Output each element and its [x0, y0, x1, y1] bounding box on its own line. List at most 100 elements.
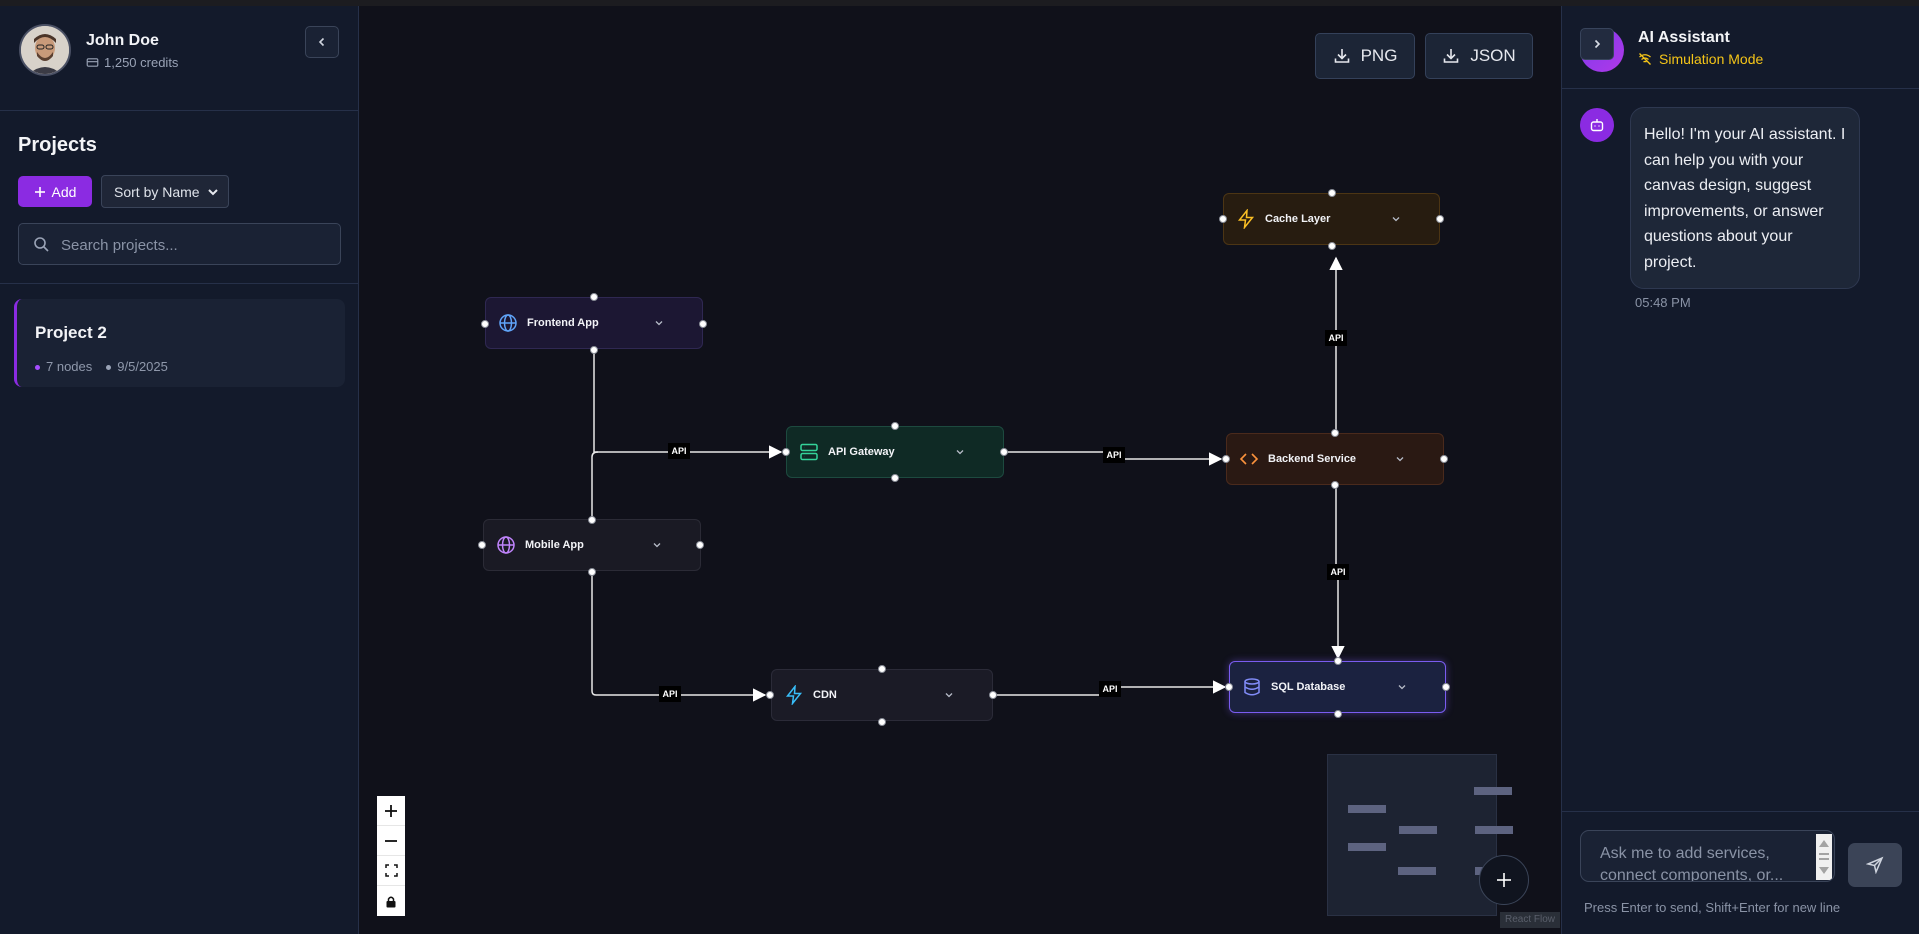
node-handle[interactable]: [1331, 429, 1339, 437]
fit-view-button[interactable]: [377, 856, 405, 886]
collapse-assistant-button[interactable]: [1580, 28, 1614, 60]
simulation-mode-label: Simulation Mode: [1659, 51, 1764, 67]
node-handle[interactable]: [1225, 683, 1233, 691]
node-handle[interactable]: [1440, 455, 1448, 463]
user-avatar[interactable]: [19, 24, 71, 76]
node-handle[interactable]: [590, 346, 598, 354]
edge-label-api[interactable]: API: [1099, 681, 1121, 697]
chevron-down-icon: [208, 189, 218, 196]
composer-scrollbar[interactable]: [1816, 834, 1832, 880]
node-mobile-app[interactable]: Mobile App: [483, 519, 701, 571]
minimap-node: [1348, 805, 1386, 813]
project-search[interactable]: [18, 223, 341, 265]
send-button[interactable]: [1848, 843, 1902, 887]
wifi-off-icon: [1639, 53, 1651, 65]
project-meta: 7 nodes 9/5/2025: [35, 359, 168, 374]
node-handle[interactable]: [1436, 215, 1444, 223]
chevron-down-icon[interactable]: [1391, 214, 1401, 224]
chevron-down-icon[interactable]: [1395, 454, 1405, 464]
node-handle[interactable]: [989, 691, 997, 699]
export-png-button[interactable]: PNG: [1315, 33, 1415, 79]
chevron-left-icon: [318, 37, 325, 47]
node-handle[interactable]: [891, 474, 899, 482]
node-handle[interactable]: [878, 718, 886, 726]
node-frontend-app[interactable]: Frontend App: [485, 297, 703, 349]
node-label: Mobile App: [525, 539, 584, 551]
node-sql-database[interactable]: SQL Database: [1229, 661, 1446, 713]
chevron-down-icon[interactable]: [654, 318, 664, 328]
lightning-icon: [785, 685, 803, 705]
chevron-down-icon[interactable]: [652, 540, 662, 550]
minimap[interactable]: [1327, 754, 1513, 916]
node-handle[interactable]: [1222, 455, 1230, 463]
add-node-button[interactable]: [1479, 855, 1529, 905]
database-icon: [1244, 678, 1260, 696]
node-handle[interactable]: [1442, 683, 1450, 691]
node-cdn[interactable]: CDN: [771, 669, 993, 721]
chat-input[interactable]: [1598, 841, 1812, 881]
project-card[interactable]: Project 2 7 nodes 9/5/2025: [14, 299, 345, 387]
node-handle[interactable]: [1328, 189, 1336, 197]
lock-icon: [386, 896, 396, 907]
globe-icon: [499, 314, 517, 332]
ai-assistant-panel: AI Assistant Simulation Mode Hello! I'm …: [1561, 6, 1919, 934]
node-handle[interactable]: [699, 320, 707, 328]
node-handle[interactable]: [1000, 448, 1008, 456]
node-handle[interactable]: [590, 293, 598, 301]
export-json-label: JSON: [1470, 46, 1516, 65]
chevron-right-icon: [1594, 39, 1601, 49]
node-handle[interactable]: [878, 665, 886, 673]
node-handle[interactable]: [696, 541, 704, 549]
server-icon: [800, 443, 818, 461]
node-backend-service[interactable]: Backend Service: [1226, 433, 1444, 485]
chat-composer[interactable]: [1580, 830, 1835, 882]
flow-canvas[interactable]: PNG JSON API API API API API API Fronten…: [359, 6, 1561, 934]
node-handle[interactable]: [1334, 657, 1342, 665]
plus-icon: [385, 804, 397, 817]
edge-frontend-gateway: [593, 350, 783, 459]
zoom-out-button[interactable]: [377, 826, 405, 856]
export-json-button[interactable]: JSON: [1425, 33, 1533, 79]
edge-label-api[interactable]: API: [668, 443, 690, 459]
lock-button[interactable]: [377, 886, 405, 916]
projects-sidebar: John Doe 1,250 credits Projects Add Sort…: [0, 6, 359, 934]
node-handle[interactable]: [891, 422, 899, 430]
assistant-message: Hello! I'm your AI assistant. I can help…: [1630, 107, 1860, 289]
user-name: John Doe: [86, 32, 159, 49]
code-icon: [1239, 453, 1259, 465]
chevron-down-icon[interactable]: [955, 447, 965, 457]
edge-label-api[interactable]: API: [1325, 330, 1347, 346]
export-png-label: PNG: [1360, 46, 1398, 65]
add-project-label: Add: [51, 183, 77, 200]
react-flow-attribution[interactable]: React Flow: [1500, 912, 1560, 928]
node-handle[interactable]: [782, 448, 790, 456]
collapse-sidebar-button[interactable]: [305, 26, 339, 58]
node-handle[interactable]: [1334, 710, 1342, 718]
chevron-down-icon[interactable]: [1397, 682, 1407, 692]
node-handle[interactable]: [1331, 481, 1339, 489]
assistant-header: AI Assistant Simulation Mode: [1562, 6, 1919, 89]
minimap-node: [1474, 787, 1512, 795]
node-handle[interactable]: [766, 691, 774, 699]
node-handle[interactable]: [481, 320, 489, 328]
chevron-down-icon[interactable]: [944, 690, 954, 700]
add-project-button[interactable]: Add: [18, 176, 92, 207]
node-handle[interactable]: [478, 541, 486, 549]
node-cache-layer[interactable]: Cache Layer: [1223, 193, 1440, 245]
bot-icon: [1590, 119, 1604, 132]
node-handle[interactable]: [1328, 242, 1336, 250]
project-node-count: 7 nodes: [35, 359, 92, 374]
minus-icon: [385, 839, 397, 842]
node-handle[interactable]: [1219, 215, 1227, 223]
node-handle[interactable]: [588, 568, 596, 576]
node-api-gateway[interactable]: API Gateway: [786, 426, 1004, 478]
edge-label-api[interactable]: API: [1327, 564, 1349, 580]
edge-label-api[interactable]: API: [659, 686, 681, 702]
edge-label-api[interactable]: API: [1103, 447, 1125, 463]
zoom-in-button[interactable]: [377, 796, 405, 826]
edge-mobile-gateway: [591, 451, 599, 520]
credits-balance: 1,250 credits: [86, 55, 178, 70]
search-input[interactable]: [59, 232, 333, 258]
node-handle[interactable]: [588, 516, 596, 524]
sort-select[interactable]: Sort by Name: [101, 175, 229, 208]
